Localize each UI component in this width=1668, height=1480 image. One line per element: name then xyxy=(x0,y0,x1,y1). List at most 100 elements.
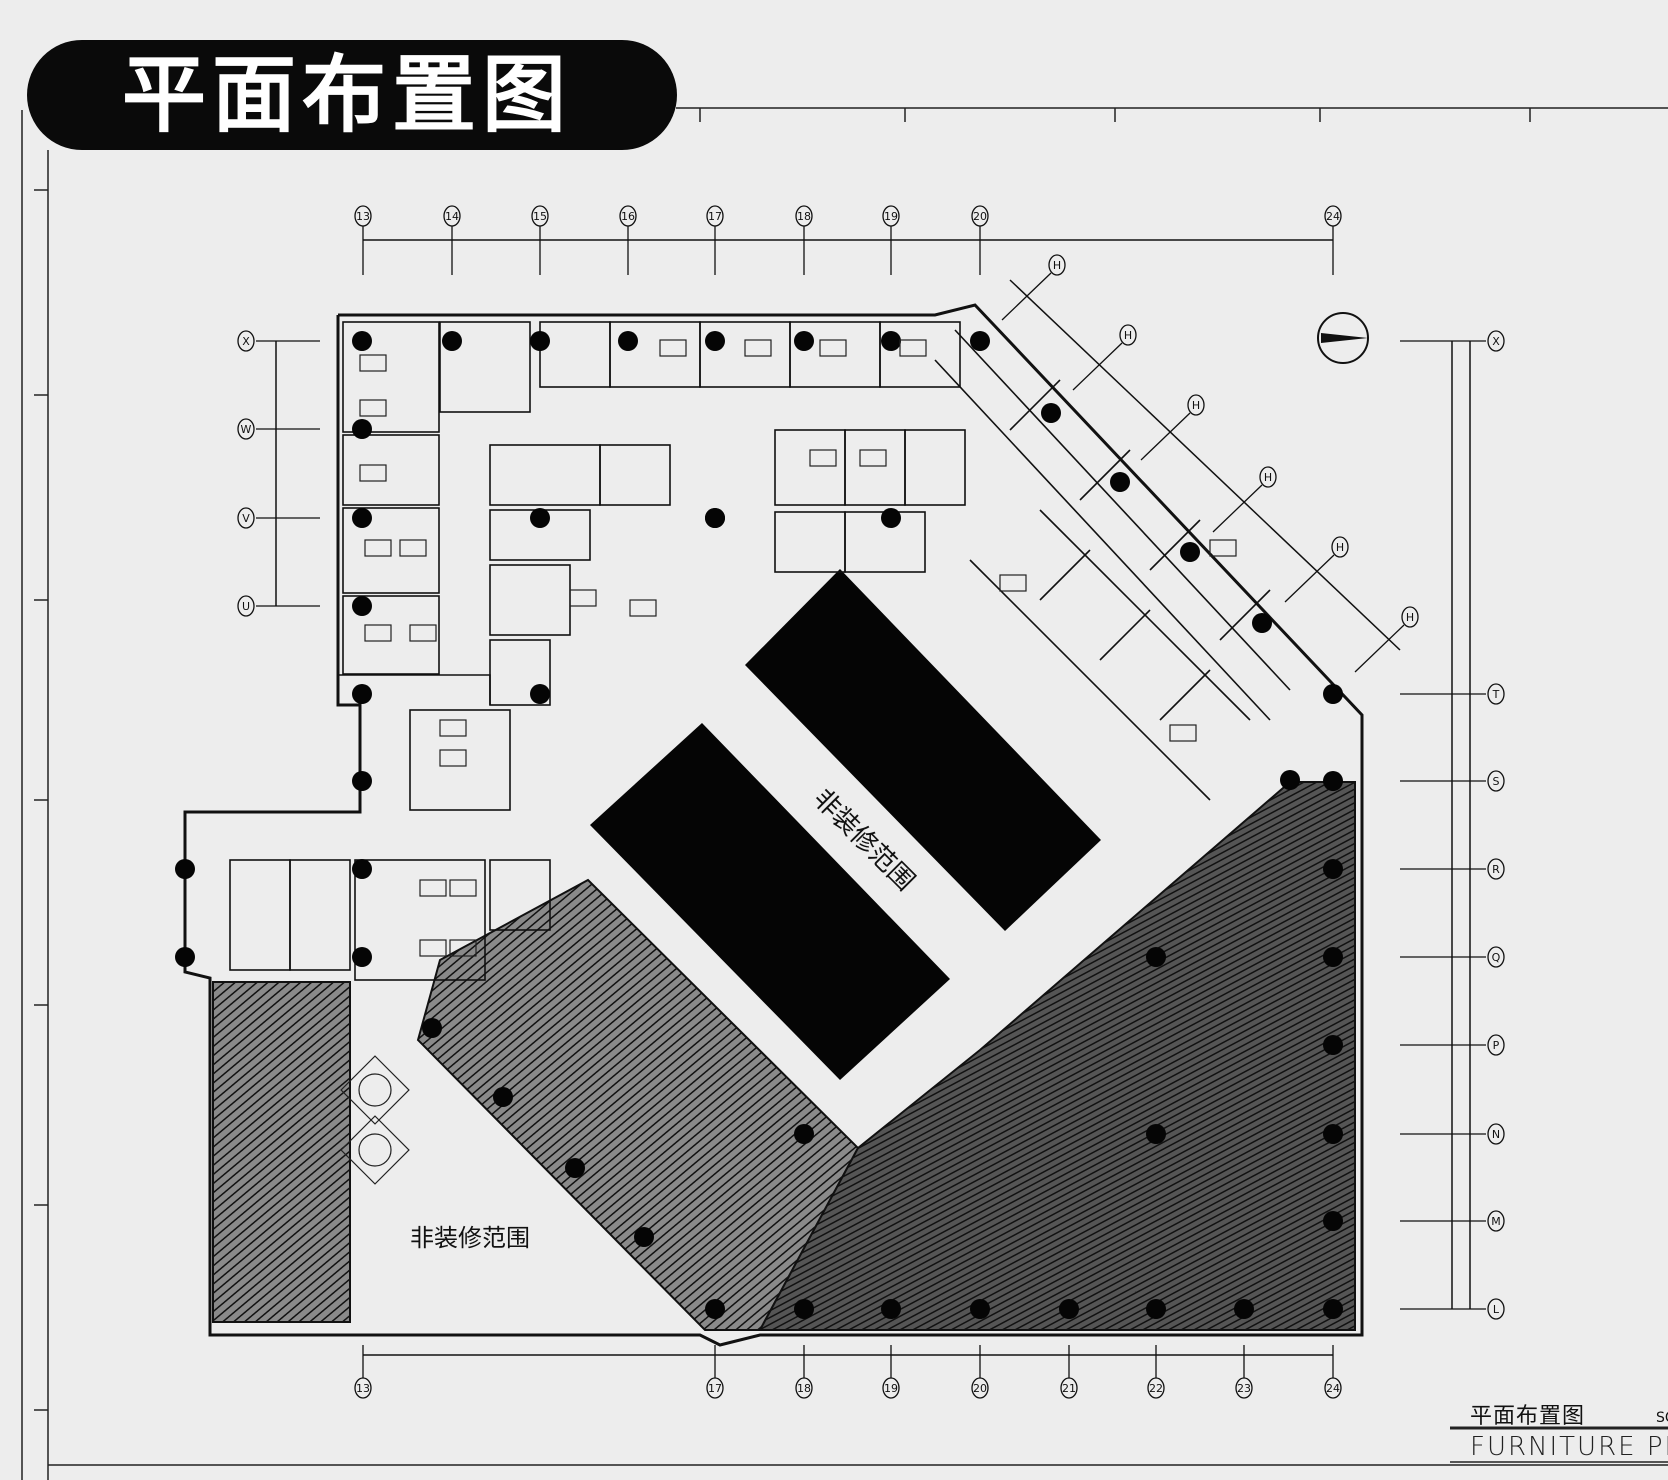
axis-right-S: S xyxy=(1400,770,1505,792)
title-block-scale: SC xyxy=(1656,1410,1668,1426)
axis-bottom-18: 18 xyxy=(795,1345,813,1399)
column xyxy=(1323,684,1343,704)
axis-bottom-20: 20 xyxy=(971,1345,989,1399)
column xyxy=(1234,1299,1254,1319)
column xyxy=(705,331,725,351)
axis-label: H xyxy=(1336,541,1344,554)
axis-label: H xyxy=(1406,611,1414,624)
column xyxy=(352,419,372,439)
furniture xyxy=(359,354,387,372)
axis-label: 22 xyxy=(1149,1382,1163,1395)
room xyxy=(229,859,291,971)
axis-bottom-13: 13 xyxy=(354,1345,372,1399)
non-decor-zone-1 xyxy=(745,569,1101,931)
furniture xyxy=(359,464,387,482)
room xyxy=(489,639,551,706)
room xyxy=(774,429,846,506)
axis-label: 17 xyxy=(708,1382,722,1395)
area-label-lower-left: 非装修范围 xyxy=(410,1224,530,1252)
axis-top-19: 19 xyxy=(882,205,900,275)
axis-bottom-17: 17 xyxy=(706,1345,724,1399)
axis-label: Q xyxy=(1492,951,1501,964)
room xyxy=(289,859,351,971)
furniture xyxy=(439,749,467,767)
column xyxy=(970,331,990,351)
non-decor-zone-2 xyxy=(590,723,950,1080)
axis-label: H xyxy=(1124,329,1132,342)
axis-label: 24 xyxy=(1326,1382,1340,1395)
column xyxy=(881,331,901,351)
column xyxy=(1323,1211,1343,1231)
axis-label: H xyxy=(1053,259,1061,272)
axis-label: 21 xyxy=(1062,1382,1076,1395)
column xyxy=(618,331,638,351)
axis-label: H xyxy=(1192,399,1200,412)
furniture xyxy=(359,399,387,417)
page-title: 平面布置图 xyxy=(122,46,573,144)
column xyxy=(881,1299,901,1319)
axis-right-M: M xyxy=(1400,1210,1505,1232)
column xyxy=(970,1299,990,1319)
axis-label: 16 xyxy=(621,210,635,223)
room xyxy=(409,709,511,811)
furniture xyxy=(819,339,847,357)
hatched-zone-left xyxy=(212,981,351,1323)
column xyxy=(352,596,372,616)
room xyxy=(342,507,440,594)
axis-label: 13 xyxy=(356,1382,370,1395)
axis-right-R: R xyxy=(1400,858,1505,880)
axis-diagonal-4: H xyxy=(1284,536,1349,603)
sheet-frame xyxy=(21,107,1668,1480)
axis-right-N: N xyxy=(1400,1123,1505,1145)
axis-label: H xyxy=(1264,471,1272,484)
column xyxy=(1323,859,1343,879)
axis-right-P: P xyxy=(1400,1034,1505,1056)
axis-left-W: W xyxy=(237,418,320,440)
axis-diagonal-3: H xyxy=(1212,466,1277,533)
column xyxy=(1041,403,1061,423)
furniture xyxy=(409,624,437,642)
column xyxy=(1323,1035,1343,1055)
axis-bottom-22: 22 xyxy=(1147,1345,1165,1399)
column xyxy=(352,771,372,791)
axis-label: R xyxy=(1492,863,1500,876)
column xyxy=(1110,472,1130,492)
axis-top-24: 24 xyxy=(1324,205,1342,275)
column xyxy=(794,1124,814,1144)
axis-left-X: X xyxy=(237,330,320,352)
axis-label: V xyxy=(242,512,250,525)
axis-top-18: 18 xyxy=(795,205,813,275)
axis-label: X xyxy=(242,335,250,348)
round-table-set xyxy=(340,1055,410,1125)
room xyxy=(599,444,671,506)
column xyxy=(1323,1124,1343,1144)
room xyxy=(879,321,961,388)
axis-diagonal-0: H xyxy=(1001,254,1066,321)
north-arrow-icon xyxy=(1317,312,1369,364)
axis-bottom-24: 24 xyxy=(1324,1345,1342,1399)
axis-top-15: 15 xyxy=(531,205,549,275)
axis-label: 18 xyxy=(797,210,811,223)
column xyxy=(352,859,372,879)
room xyxy=(342,321,440,433)
axis-label: 24 xyxy=(1326,210,1340,223)
axis-label: L xyxy=(1493,1303,1500,1316)
furniture xyxy=(1209,539,1237,557)
axis-label: 23 xyxy=(1237,1382,1251,1395)
axis-bottom-21: 21 xyxy=(1060,1345,1078,1399)
axis-label: P xyxy=(1493,1039,1500,1052)
column xyxy=(1146,1299,1166,1319)
room xyxy=(489,564,571,636)
axis-right-Q: Q xyxy=(1400,946,1505,968)
axis-label: 20 xyxy=(973,210,987,223)
axis-right-L: L xyxy=(1400,1298,1505,1320)
room xyxy=(774,511,846,573)
axis-top-14: 14 xyxy=(443,205,461,275)
column xyxy=(565,1158,585,1178)
axis-label: 19 xyxy=(884,1382,898,1395)
axis-label: N xyxy=(1492,1128,1500,1141)
axis-label: 18 xyxy=(797,1382,811,1395)
column xyxy=(530,508,550,528)
axis-left-U: U xyxy=(237,595,320,617)
